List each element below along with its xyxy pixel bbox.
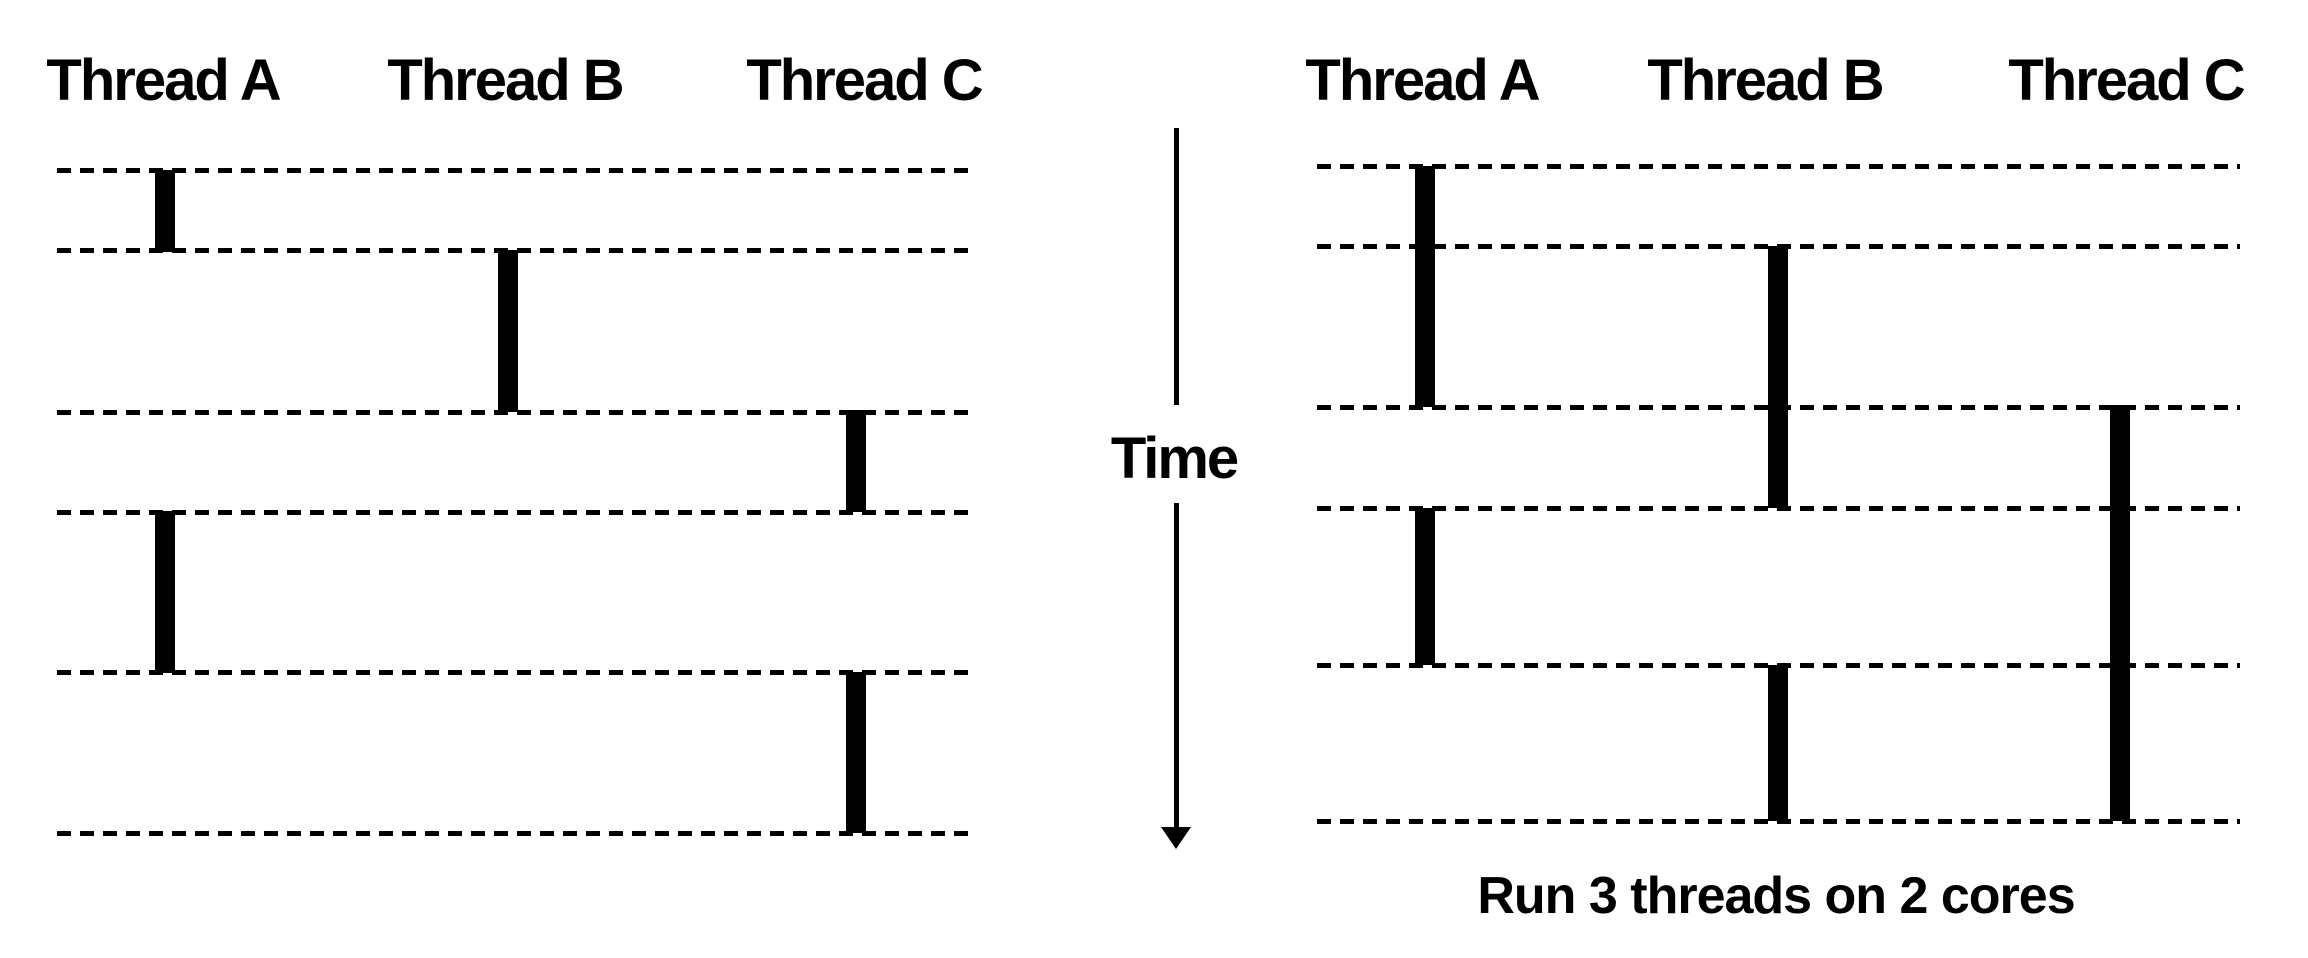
panel2-timeslice-line-1 [1317, 164, 2240, 169]
panel2-run-bar-thread-a [1415, 166, 1435, 407]
panel1-timeslice-line-3 [57, 410, 977, 415]
panel2-thread-label-a: Thread A [1305, 48, 1540, 113]
panel1-thread-label-a: Thread A [46, 48, 281, 113]
panel2-run-bar-thread-a [1415, 508, 1435, 665]
panel1-thread-label-b: Thread B [387, 48, 624, 113]
panel2-thread-label-b: Thread B [1647, 48, 1884, 113]
panel1-run-bar-thread-a [155, 511, 175, 673]
panel1-run-bar-thread-b [498, 250, 518, 412]
panel2-run-bar-thread-b [1768, 665, 1788, 821]
panel2-timeslice-line-6 [1317, 819, 2240, 824]
panel1-thread-label-c: Thread C [746, 48, 983, 113]
panel1-run-bar-thread-c [846, 672, 866, 833]
time-axis-arrowhead-icon [1161, 827, 1191, 849]
panel1-run-bar-thread-a [155, 170, 175, 252]
panel1-timeslice-line-6 [57, 831, 977, 836]
time-axis-line-lower [1173, 503, 1179, 831]
panel1-timeslice-line-1 [57, 168, 977, 173]
time-axis-label: Time [1110, 426, 1239, 491]
panel2-run-bar-thread-c [2110, 405, 2130, 821]
panel1-timeslice-line-5 [57, 670, 977, 675]
panel2-thread-label-c: Thread C [2008, 48, 2245, 113]
panel2-timeslice-line-4 [1317, 506, 2240, 511]
two-cores-caption: Run 3 threads on 2 cores [1477, 867, 2075, 925]
time-axis-line-upper [1173, 128, 1179, 405]
panel2-run-bar-thread-b [1768, 246, 1788, 508]
panel1-run-bar-thread-c [846, 410, 866, 512]
panel1-timeslice-line-4 [57, 510, 977, 515]
